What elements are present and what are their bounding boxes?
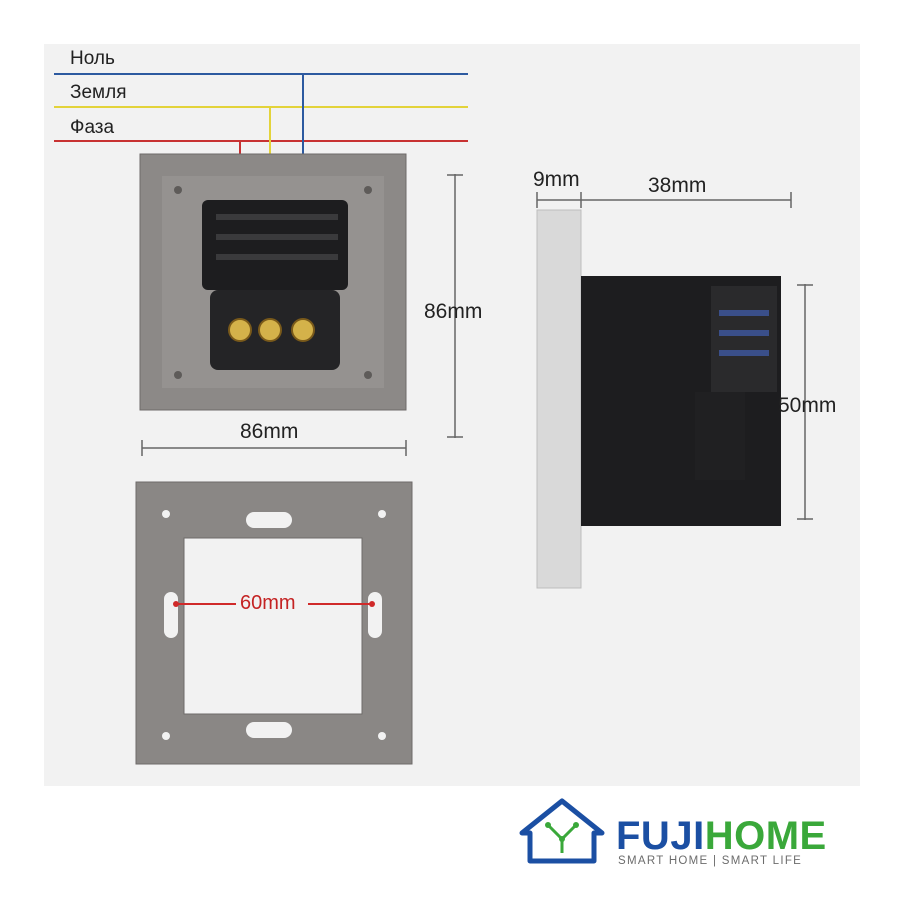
width-dimension-label: 86mm	[240, 420, 299, 443]
brand-name-part2: HOME	[704, 814, 827, 858]
brand-name: FUJIHOME	[616, 816, 827, 856]
brand-tagline: SMART HOME | SMART LIFE	[618, 855, 803, 867]
plate-thickness-label: 9mm	[533, 168, 580, 191]
ground-wire-label: Земля	[70, 82, 127, 103]
phase-wire-label: Фаза	[70, 117, 115, 138]
side-top-dimension-lines	[536, 192, 792, 208]
mounting-frame	[135, 481, 413, 765]
height-dimension-label: 86mm	[424, 300, 483, 323]
socket-side-view	[536, 209, 781, 589]
neutral-wire-line	[54, 73, 468, 75]
brand-name-part1: FUJI	[616, 814, 705, 858]
width-dimension-line	[141, 440, 407, 456]
neutral-wire-label: Ноль	[70, 48, 115, 69]
ground-wire-line	[54, 106, 468, 108]
frame-opening-label: 60mm	[240, 592, 296, 614]
phase-wire-line	[54, 140, 468, 142]
height-dimension-line	[447, 174, 463, 438]
module-height-label: 50mm	[778, 394, 837, 417]
socket-back-view	[139, 73, 407, 411]
module-depth-label: 38mm	[648, 174, 707, 197]
module-height-dimension-line	[797, 284, 813, 520]
fujihome-logo-icon	[519, 798, 605, 864]
